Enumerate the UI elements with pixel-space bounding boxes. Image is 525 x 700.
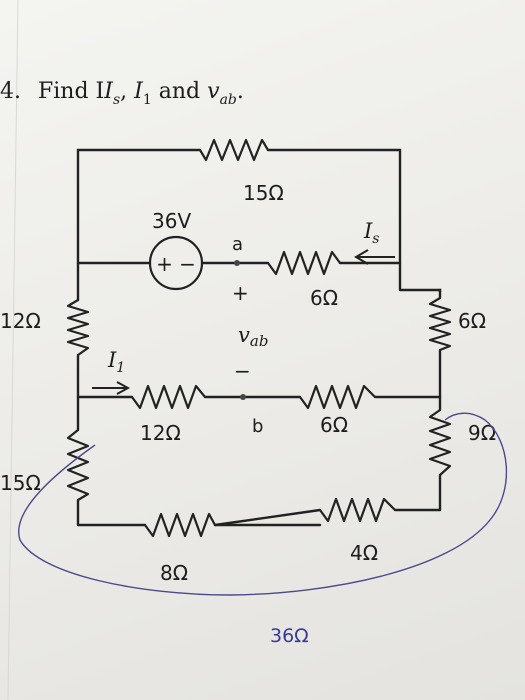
resistor-12ohm-left-upper [66, 299, 90, 356]
vab-minus-sign: − [234, 359, 251, 383]
page-edge [7, 0, 19, 700]
label-upper-middle-6ohm: 6Ω [310, 286, 338, 310]
label-left-upper-12ohm: 12Ω [0, 309, 41, 333]
current-is-label: Is [363, 219, 379, 247]
label-right-upper-6ohm: 6Ω [458, 309, 486, 333]
resistor-15ohm-left-lower [66, 429, 90, 501]
problem-number: 4. [0, 79, 21, 104]
vab-plus-sign: + [232, 281, 249, 305]
vab-label: vab [238, 323, 268, 350]
resistor-6ohm-lower-middle [299, 384, 376, 410]
label-lower-middle-6ohm: 6Ω [320, 413, 348, 437]
source-voltage-label: 36V [152, 209, 191, 233]
wires [76, 148, 442, 527]
current-i1-arrow [92, 381, 131, 395]
node-b-dot [240, 394, 246, 400]
handwritten-loop [18, 412, 508, 596]
resistor-12ohm-lower-left [131, 384, 206, 410]
label-lower-left-12ohm: 12Ω [140, 421, 181, 445]
voltage-source [148, 235, 204, 291]
current-i1-label: I1 [107, 348, 125, 376]
node-a-label: a [232, 234, 243, 255]
resistor-6ohm-upper-middle [267, 250, 341, 276]
source-polarity: + − [156, 252, 196, 276]
label-right-lower-9ohm: 9Ω [468, 421, 496, 445]
resistor-4ohm-bottom-right [319, 497, 396, 523]
problem-statement: 4. Find IIs, I1 and vab. [0, 79, 244, 108]
resistor-15ohm-top [199, 138, 269, 162]
label-bottom-left-8ohm: 8Ω [160, 561, 188, 585]
current-is-arrow [354, 249, 395, 265]
resistor-6ohm-right-upper [428, 297, 452, 352]
node-b-label: b [252, 416, 263, 437]
label-left-lower-15ohm: 15Ω [0, 471, 41, 495]
node-a-dot [234, 260, 240, 266]
label-top-15ohm: 15Ω [243, 181, 284, 205]
resistor-8ohm-bottom-left [144, 512, 216, 538]
resistor-9ohm-right-lower [428, 409, 452, 476]
label-bottom-right-4ohm: 4Ω [350, 541, 378, 565]
handwritten-36ohm-note: 36Ω [270, 625, 309, 647]
